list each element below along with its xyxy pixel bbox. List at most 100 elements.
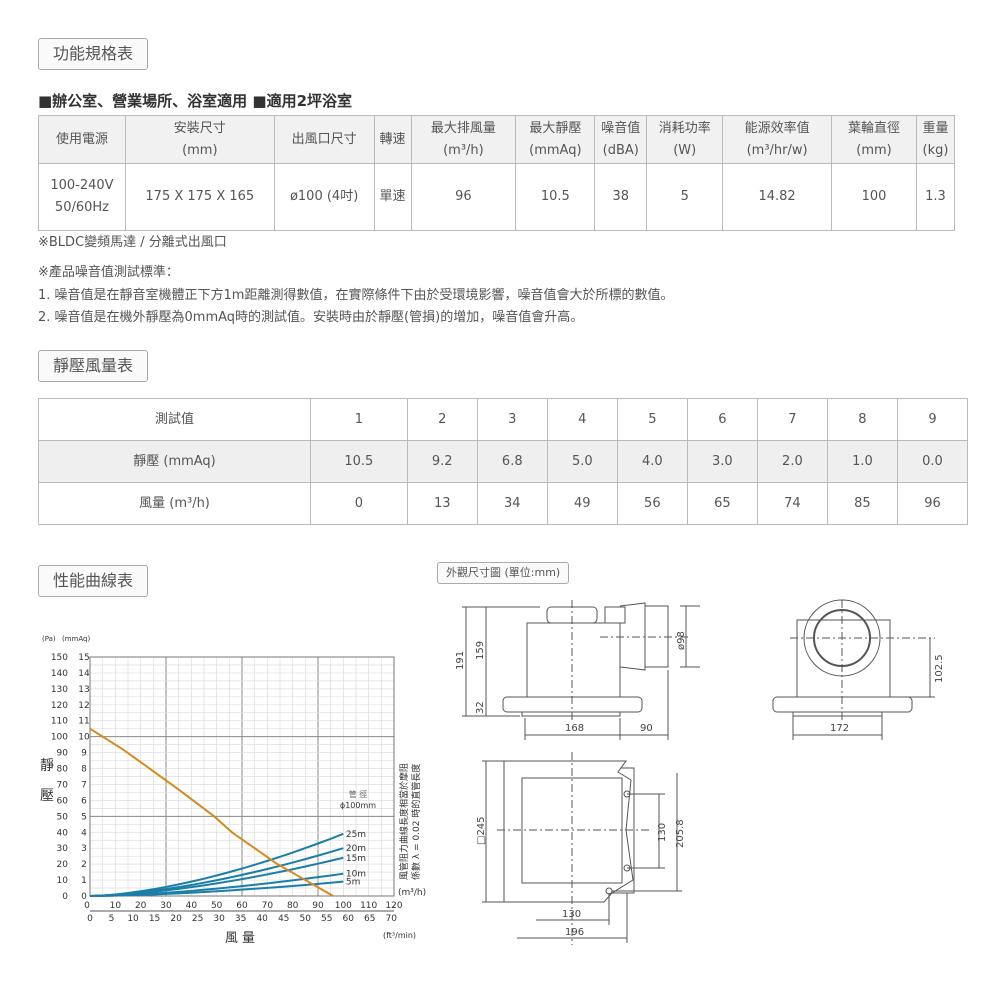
y-tick-mmAq: 12 (78, 701, 89, 711)
header-label: 最大排風量 (430, 120, 496, 136)
fan-curve-point (231, 831, 233, 834)
table-cell: 0.0 (896, 440, 969, 483)
section-title-dimension: 外觀尺寸圖 (單位:mm) (437, 562, 570, 584)
spec-header-cell: 消耗功率(W) (646, 115, 724, 164)
duct-curve-label: 5m (346, 878, 361, 888)
value: 5 (680, 189, 689, 204)
y-tick-mmAq: 14 (78, 669, 90, 679)
spec-value-cell: 14.82 (722, 163, 833, 231)
table-cell: 49 (546, 482, 618, 525)
x-tick-ft3min: 25 (192, 914, 203, 924)
header-unit: (W) (673, 142, 697, 158)
header-label: 出風口尺寸 (291, 131, 357, 147)
table-cell: 34 (476, 482, 548, 525)
value: 175 X 175 X 165 (145, 189, 255, 204)
annotation: 風管阻力曲線長度相當於摩阻 (398, 763, 410, 880)
y-tick-mmAq: 1 (81, 876, 87, 886)
dim-130-v: 130 (657, 823, 668, 842)
spec-header-cell: 最大靜壓 (mmAq) (515, 115, 596, 164)
spec-header-cell: 重量(kg) (915, 115, 956, 164)
x-tick-m3h: 120 (385, 901, 402, 911)
table-cell: 1 (310, 398, 408, 441)
y-tick-Pa: 30 (57, 844, 69, 854)
y-tick-mmAq: 15 (78, 653, 89, 663)
header-label: 最大靜壓 (529, 120, 582, 136)
x-tick-m3h: 90 (312, 901, 324, 911)
section-title-spec: 功能規格表 (38, 38, 149, 70)
x-tick-ft3min: 55 (321, 914, 332, 924)
dim-196: 196 (565, 927, 584, 938)
fan-curve-point (89, 727, 91, 730)
annotation: 管 徑 (349, 789, 368, 799)
dim-32: 32 (475, 701, 486, 714)
value: 14.82 (758, 189, 796, 204)
y-tick-Pa: 40 (57, 828, 69, 838)
x-tick-ft3min: 5 (109, 914, 115, 924)
dim-102-5: 102.5 (934, 654, 945, 683)
x-tick-m3h: 80 (287, 901, 299, 911)
note-noise-2: 2. 噪音值是在機外靜壓為0mmAq時的測試值。安裝時由於靜壓(管損)的增加，噪… (38, 310, 584, 325)
y-tick-Pa: 120 (51, 701, 68, 711)
annotation: 係數 λ = 0.02 時的直管長度 (410, 764, 422, 880)
dim-191: 191 (455, 651, 466, 670)
side-view (462, 600, 700, 740)
header-label: 噪音值 (601, 120, 641, 136)
section-title-curve: 性能曲線表 (38, 565, 149, 597)
header-unit: (mm) (182, 142, 218, 158)
dim-172: 172 (830, 723, 849, 734)
table-cell: 6 (686, 398, 758, 441)
y-tick-Pa: 140 (51, 669, 68, 679)
duct-curve-label: 10m (346, 870, 366, 880)
header-label: 葉輪直徑 (847, 120, 900, 136)
x-tick-ft3min: 70 (386, 914, 398, 924)
fan-curve-point (253, 847, 256, 849)
spec-header-cell: 葉輪直徑(mm) (831, 115, 917, 164)
table-cell: 8 (826, 398, 898, 441)
duct-curve-label: 20m (346, 844, 366, 854)
duct-curve-label: 25m (346, 830, 366, 840)
y-tick-mmAq: 0 (81, 892, 87, 902)
spec-value-cell: 38 (594, 163, 648, 231)
y-tick-Pa: 100 (51, 733, 68, 743)
y-tick-mmAq: 9 (81, 749, 87, 759)
x-tick-ft3min: 35 (235, 914, 246, 924)
header-unit: (m³/hr/w) (746, 142, 808, 158)
x-tick-m3h: 10 (110, 901, 122, 911)
spec-value-cell: 100 (831, 163, 917, 231)
y-tick-mmAq: 10 (78, 733, 90, 743)
header-label: 重量 (922, 120, 949, 136)
y-tick-mmAq: 7 (81, 780, 87, 790)
x-tick-ft3min: 20 (170, 914, 182, 924)
note-noise-title: ※產品噪音值測試標準： (38, 265, 179, 280)
spec-value-cell: 單速 (373, 163, 412, 231)
value: 10.5 (540, 189, 570, 204)
table-cell: 13 (406, 482, 478, 525)
header-label: 使用電源 (55, 131, 108, 147)
y-tick-Pa: 0 (62, 892, 68, 902)
spec-value-cell: 10.5 (515, 163, 596, 231)
header-unit: (mmAq) (529, 142, 582, 158)
y-tick-Pa: 150 (51, 653, 68, 663)
x-tick-m3h: 0 (84, 901, 90, 911)
value: 50/60Hz (54, 200, 109, 215)
duct-curve-label: 15m (346, 854, 366, 864)
table-cell: 9 (896, 398, 969, 441)
x-tick-m3h: 110 (360, 901, 377, 911)
spec-value-cell: 1.3 (915, 163, 956, 231)
y-axis-label: 壓 (40, 788, 54, 804)
dim-159: 159 (475, 641, 486, 660)
table-cell: 7 (756, 398, 828, 441)
value: 100 (861, 189, 887, 204)
y-tick-mmAq: 3 (81, 844, 87, 854)
table-cell: 1.0 (826, 440, 898, 483)
fan-curve-point (332, 895, 335, 897)
dim-d98: ø98 (676, 631, 687, 650)
header-label: 安裝尺寸 (173, 120, 226, 136)
header-unit: (m³/h) (443, 142, 484, 158)
table-cell: 65 (686, 482, 758, 525)
spec-table: 使用電源安裝尺寸(mm)出風口尺寸轉速最大排風量(m³/h)最大靜壓(mmAq)… (38, 115, 956, 231)
y-tick-Pa: 60 (57, 796, 69, 806)
x-tick-ft3min: 40 (256, 914, 268, 924)
